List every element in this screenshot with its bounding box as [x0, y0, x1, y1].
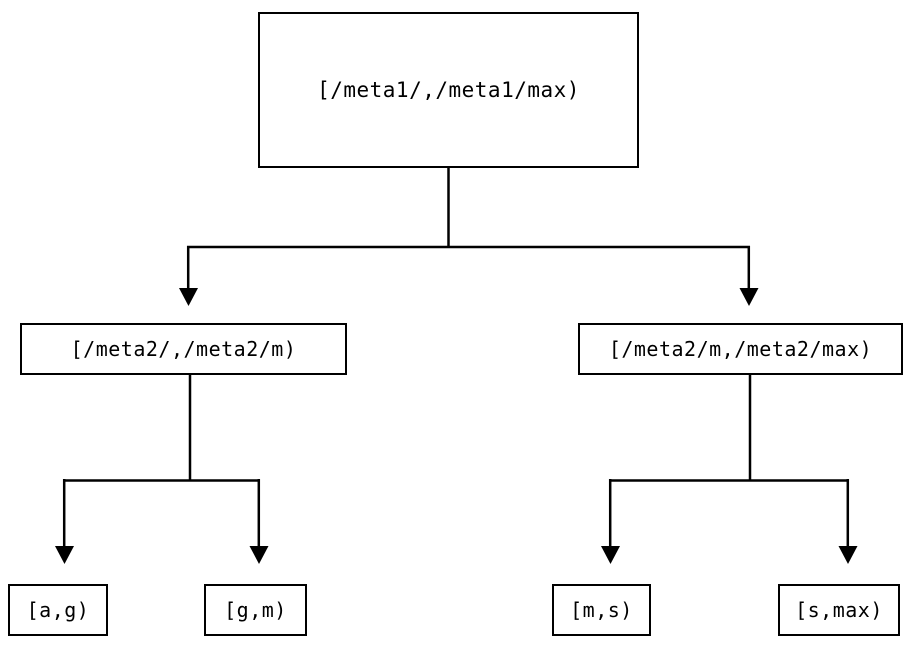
arrowhead-mid-right-icon	[739, 288, 759, 306]
arrowhead-leaf-2-icon	[249, 546, 269, 564]
arrowhead-mid-left-icon	[179, 288, 198, 306]
node-leaf-2: [g,m)	[204, 584, 307, 636]
node-leaf-4: [s,max)	[778, 584, 900, 636]
node-mid-right: [/meta2/m,/meta2/max)	[578, 323, 903, 375]
edge-root-to-mid-nodes	[179, 168, 759, 306]
node-leaf-1: [a,g)	[8, 584, 108, 636]
arrowhead-leaf-4-icon	[838, 546, 858, 564]
node-mid-left: [/meta2/,/meta2/m)	[20, 323, 347, 375]
arrowhead-leaf-3-icon	[601, 546, 620, 564]
node-leaf-3: [m,s)	[552, 584, 651, 636]
edge-mid-right-to-leaves	[601, 375, 858, 564]
edge-mid-left-to-leaves	[55, 375, 269, 564]
node-root: [/meta1/,/meta1/max)	[258, 12, 639, 168]
arrowhead-leaf-1-icon	[55, 546, 74, 564]
